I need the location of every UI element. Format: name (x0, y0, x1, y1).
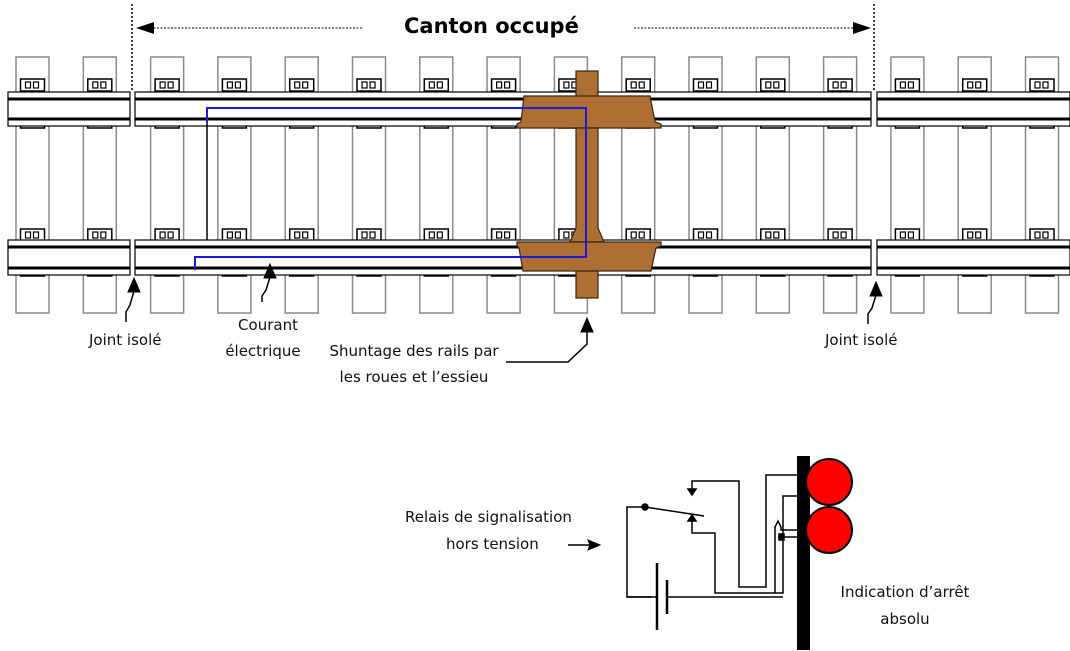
arrow-left-icon (136, 22, 154, 34)
rail-segment (876, 91, 1070, 127)
rail-clip (356, 228, 382, 242)
label-shuntage-line1: Shuntage des rails par (329, 342, 499, 360)
rail-clip (894, 228, 921, 242)
rail-clip (154, 228, 180, 242)
rail-segment (7, 239, 131, 276)
occupied-block-span (131, 4, 875, 92)
annotation-arrows (125, 262, 883, 551)
rail-clip (692, 228, 719, 242)
arrow-joint-left-icon (127, 276, 141, 293)
arrow-relais-icon (587, 539, 602, 551)
rail-clip (490, 78, 517, 92)
label-courant-line2: électrique (225, 342, 301, 360)
relay-switch-icon (626, 474, 797, 598)
rail-clip (87, 228, 113, 242)
rail-clip (490, 228, 517, 242)
label-indication-line2: absolu (880, 610, 930, 628)
rail-clip (423, 78, 450, 92)
battery-icon (627, 563, 783, 630)
rail-clip (288, 78, 315, 92)
rail-clip (19, 228, 46, 242)
label-indication-line1: Indication d’arrêt (840, 583, 970, 601)
signal-lamp-bottom (805, 506, 853, 554)
rail-clip (692, 78, 719, 92)
signal-lights-icon (797, 456, 853, 650)
rail-clip (625, 78, 651, 92)
rail-clip (221, 228, 248, 242)
label-joint-isole-left: Joint isolé (89, 331, 162, 349)
rail-segment (876, 239, 1070, 276)
label-shuntage-line2: les roues et l’essieu (339, 368, 489, 386)
label-relais-line2: hors tension (446, 535, 539, 553)
rail-clip (827, 228, 853, 242)
rail-clip (827, 78, 853, 92)
signal-lamp-top (805, 458, 853, 506)
rail-clip (961, 228, 988, 242)
signal-mast (797, 456, 810, 650)
arrow-shunt-icon (580, 316, 594, 333)
arrow-right-icon (853, 22, 871, 34)
rail-clip (356, 78, 382, 92)
rail-clip (423, 228, 450, 242)
rail-clip (19, 78, 46, 92)
rail-clip (894, 78, 921, 92)
arrow-joint-right-icon (869, 280, 883, 297)
label-courant-line1: Courant (238, 316, 298, 334)
label-joint-isole-right: Joint isolé (825, 331, 898, 349)
rail-clip (1029, 78, 1055, 92)
rail-segment (7, 91, 131, 127)
wheelset-icon (516, 70, 662, 299)
rail-clip (87, 78, 113, 92)
rail-clip (154, 78, 180, 92)
rail-clip (760, 228, 786, 242)
rail-clip (961, 78, 988, 92)
label-relais-line1: Relais de signalisation (405, 508, 572, 526)
rail-clip (625, 228, 651, 242)
rail-clip (221, 78, 248, 92)
rail-clip (760, 78, 786, 92)
rail-clip (288, 228, 315, 242)
rail-clip (1029, 228, 1055, 242)
diagram-title: Canton occupé (404, 14, 579, 38)
